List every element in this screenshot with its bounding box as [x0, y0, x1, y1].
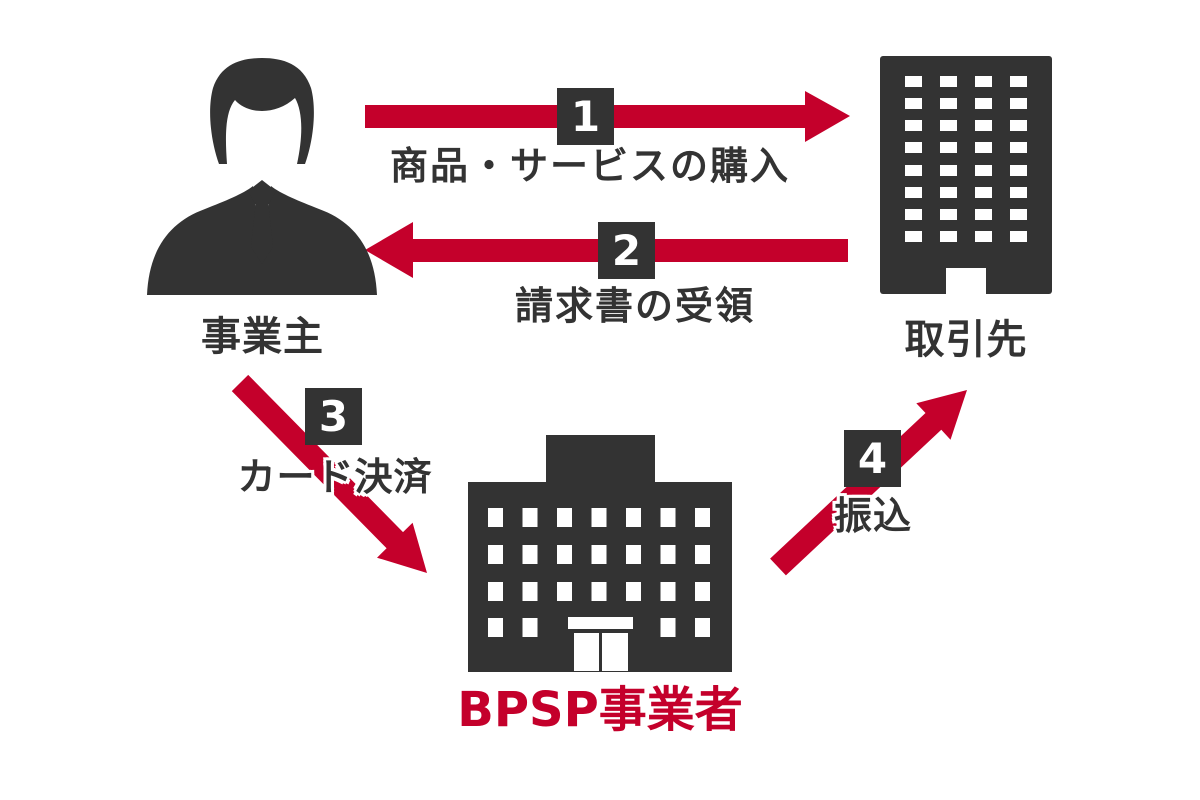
office-building-icon — [880, 56, 1052, 294]
flow-1-label: 商品・サービスの購入 — [389, 144, 790, 188]
flow-4-label: 振込 — [833, 494, 912, 538]
flow-1-number-badge: 1 — [557, 88, 614, 145]
owner-label: 事業主 — [201, 314, 324, 360]
flow-2-label: 請求書の受領 — [514, 284, 755, 328]
company-building-icon — [468, 435, 732, 672]
flow-3-arrow-down-right — [231, 374, 427, 573]
flow-3-label: カード決済 — [237, 455, 433, 499]
flow-4-number-badge: 4 — [844, 430, 901, 487]
flow-2-number-badge: 2 — [598, 222, 655, 279]
client-label: 取引先 — [904, 317, 1028, 363]
businessman-icon — [147, 58, 377, 295]
bpsp-label: BPSP事業者 — [457, 682, 743, 738]
flow-3-number-badge: 3 — [305, 388, 362, 445]
